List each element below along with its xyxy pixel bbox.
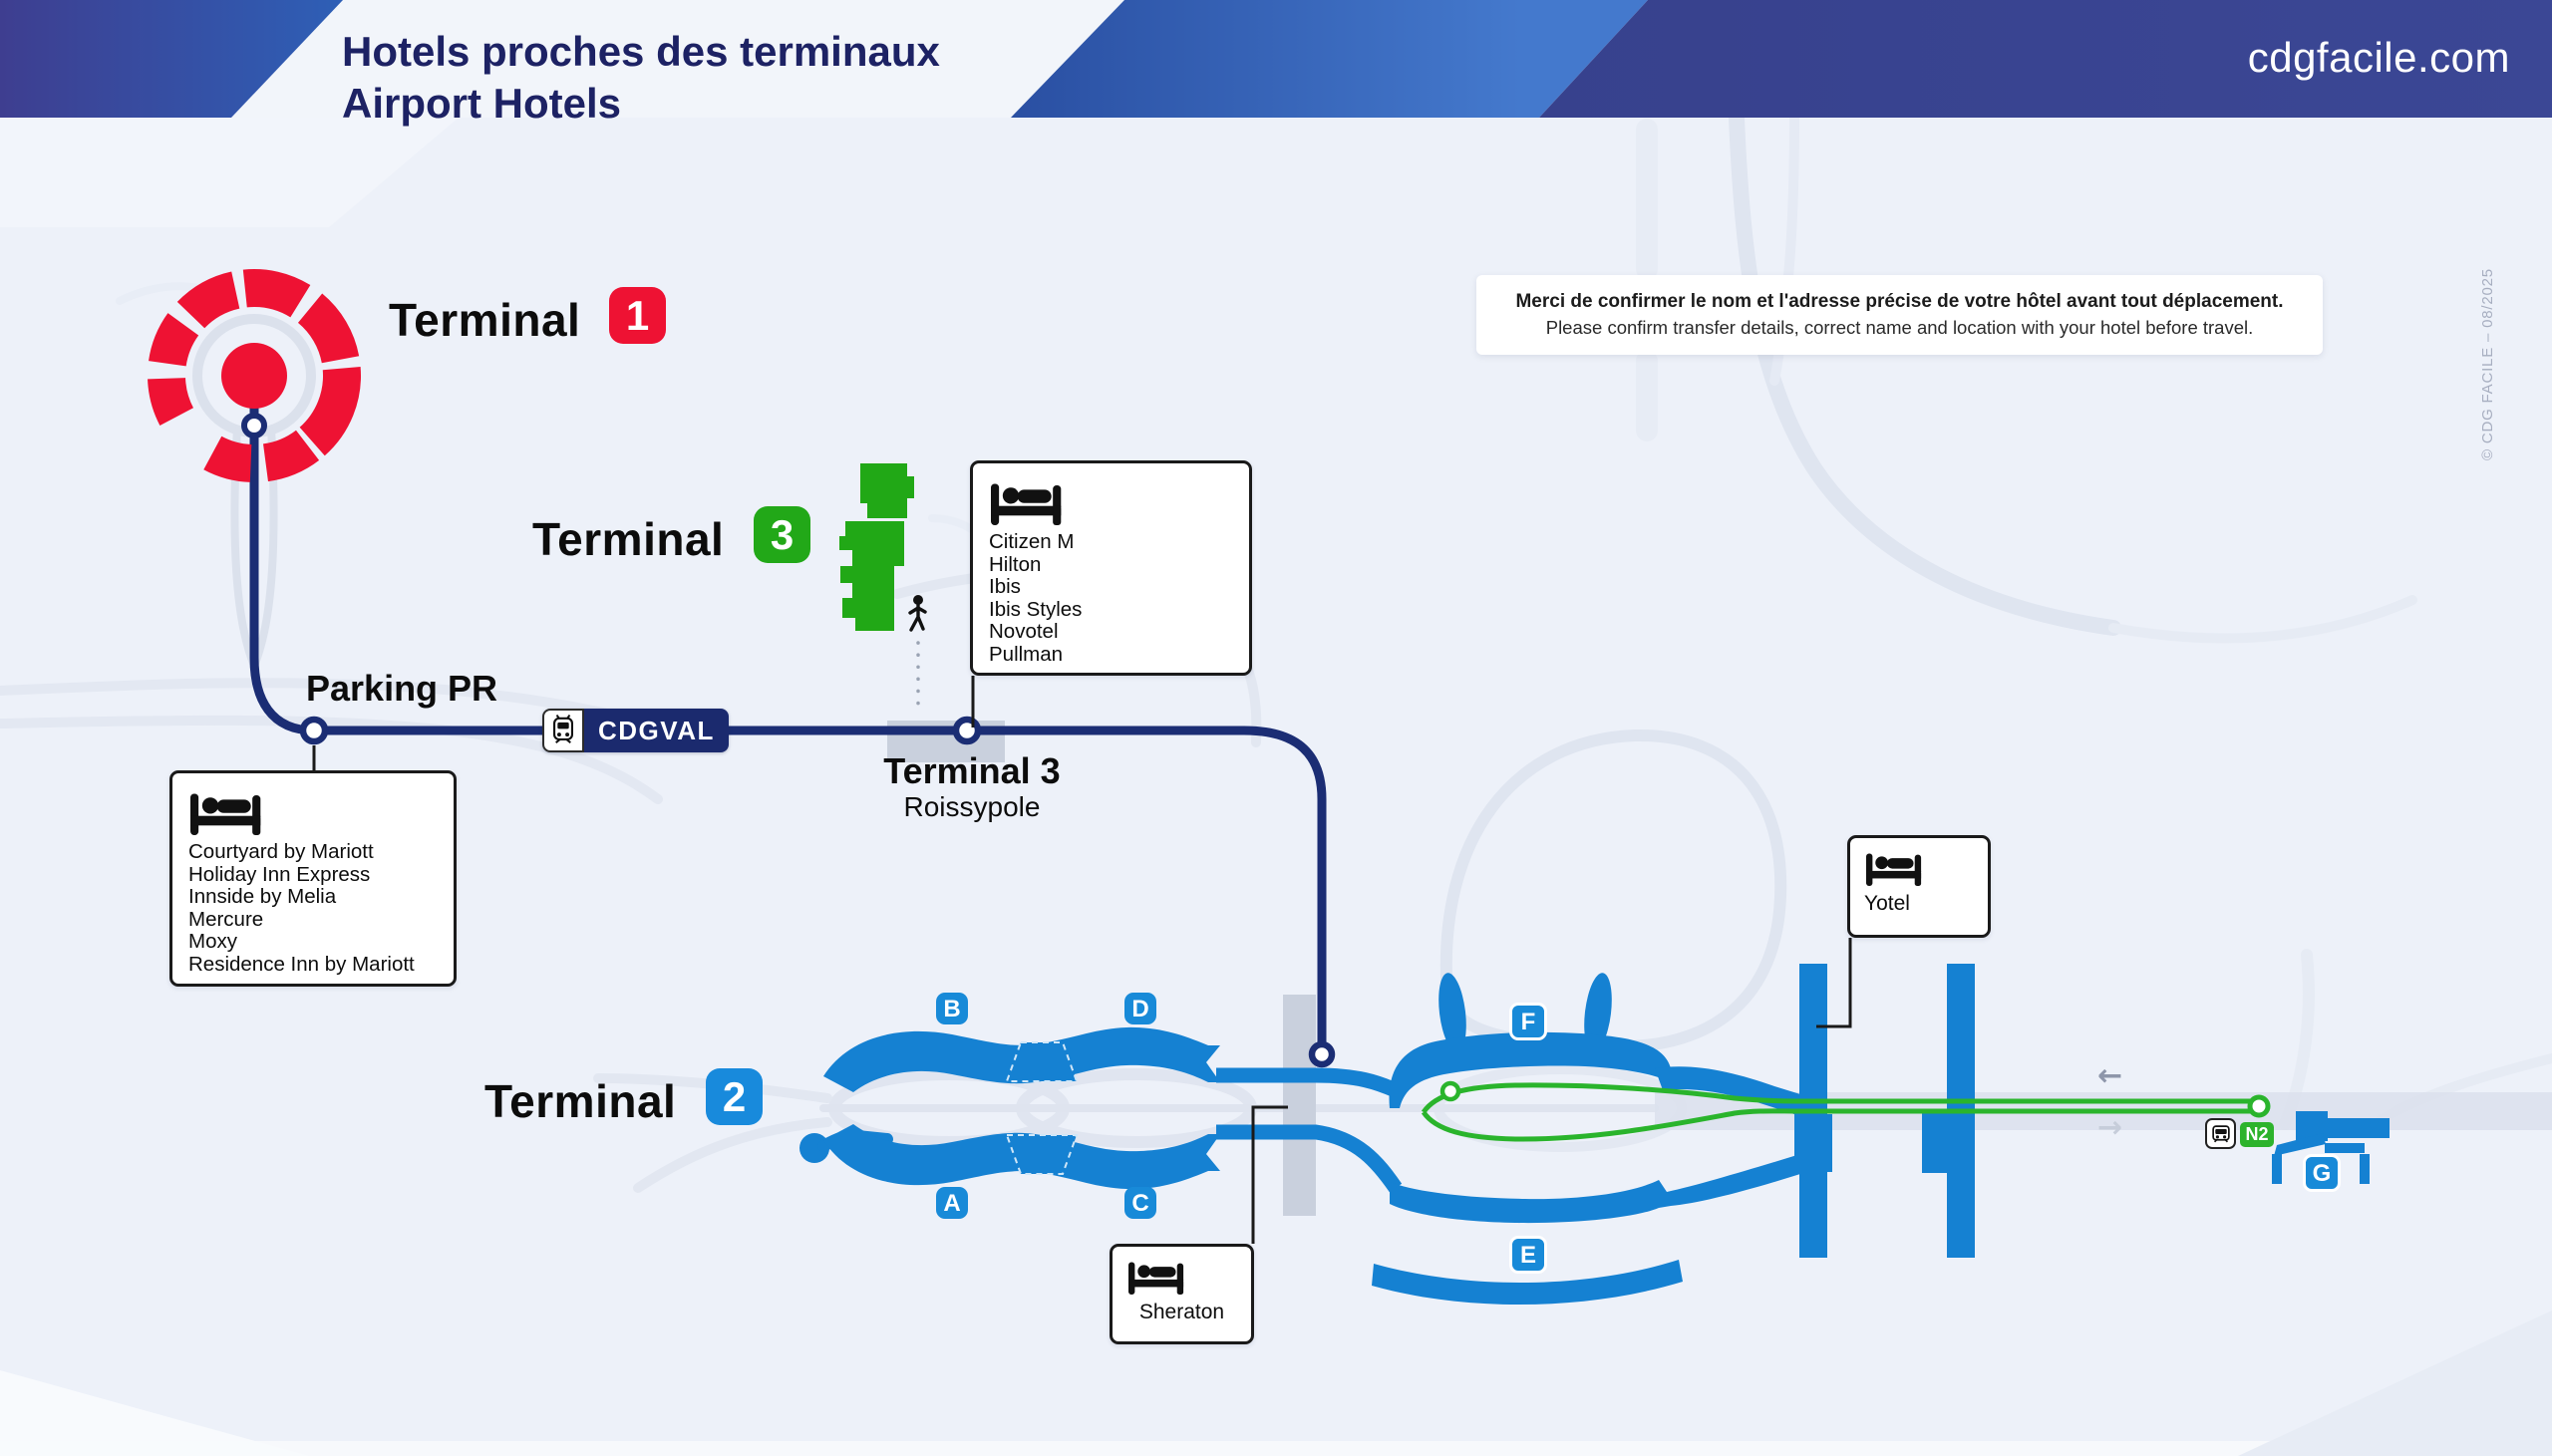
page-title-fr: Hotels proches des terminaux — [342, 28, 940, 75]
hotel-box-connectors — [312, 676, 1852, 1244]
hotel-box-parking-pr: Courtyard by Mariott Holiday Inn Express… — [169, 770, 457, 987]
roissypole-station-name: Roissypole — [903, 791, 1041, 822]
gate-badge-b: B — [936, 993, 968, 1024]
terminal2-station-node — [1308, 1040, 1336, 1068]
parking-pr-station-node — [299, 716, 329, 745]
terminal1-badge: 1 — [609, 287, 666, 344]
hotel-name: Hilton — [989, 552, 1042, 576]
gate-badge-f: F — [1509, 1003, 1547, 1040]
bed-icon — [1128, 1262, 1184, 1295]
hotel-name: Innside by Melia — [188, 885, 337, 908]
notice-text-en: Please confirm transfer details, correct… — [1545, 317, 2254, 338]
gate-badge-c: C — [1124, 1187, 1156, 1219]
terminal3-label: Terminal — [532, 513, 725, 565]
bus-icon — [2205, 1118, 2236, 1149]
hotel-box-sheraton: Sheraton — [1110, 1244, 1254, 1344]
cdgval-line — [241, 407, 1336, 1068]
bed-icon — [1866, 853, 1922, 886]
terminal3-station-name: Terminal 3 — [883, 750, 1061, 791]
hotel-name: Novotel — [989, 620, 1059, 643]
page-title-en: Airport Hotels — [342, 80, 622, 127]
hotel-name: Ibis Styles — [989, 597, 1083, 621]
walking-person-icon — [908, 595, 927, 632]
terminal3-roissypole-label: Terminal 3 Roissypole — [842, 751, 1102, 823]
terminal1-building — [148, 269, 361, 483]
gate-badge-e: E — [1509, 1236, 1547, 1274]
cdgval-badge: CDGVAL — [542, 709, 729, 752]
terminal2-buildings — [799, 964, 2390, 1306]
parking-pr-label: Parking PR — [306, 668, 498, 709]
website-link[interactable]: cdgfacile.com — [2247, 34, 2510, 81]
direction-arrow-right: → — [2097, 1110, 2123, 1145]
terminal1-label: Terminal — [389, 294, 581, 346]
hotel-list-terminal3: Citizen M Hilton Ibis Ibis Styles Novote… — [989, 530, 1233, 666]
hotel-name: Mercure — [188, 907, 264, 931]
gate-badge-g: G — [2303, 1154, 2341, 1192]
terminal3-badge: 3 — [754, 506, 810, 563]
background-roads — [0, 110, 2552, 1193]
terminal2-badge: 2 — [706, 1068, 763, 1125]
n2-bus-line — [1421, 1080, 2271, 1142]
background-accents — [0, 118, 2552, 1456]
hotel-name: Pullman — [989, 642, 1064, 666]
gate-badge-d: D — [1124, 993, 1156, 1024]
bus-stop-node — [1439, 1080, 1461, 1102]
confirmation-notice: Merci de confirmer le nom et l'adresse p… — [1476, 275, 2323, 355]
terminal3-station-node — [952, 716, 982, 745]
hotel-name: Ibis — [989, 575, 1021, 598]
terminal1-station-node — [241, 413, 267, 438]
hotel-name: Courtyard by Mariott — [188, 840, 374, 863]
hotel-box-yotel: Yotel — [1847, 835, 1991, 938]
notice-text-fr: Merci de confirmer le nom et l'adresse p… — [1515, 291, 2284, 312]
hotel-box-terminal3: Citizen M Hilton Ibis Ibis Styles Novote… — [970, 460, 1252, 676]
gate-badge-a: A — [936, 1187, 968, 1219]
hotel-list-parking-pr: Courtyard by Mariott Holiday Inn Express… — [188, 840, 438, 976]
hotel-name: Holiday Inn Express — [188, 862, 371, 886]
bed-icon — [991, 483, 1062, 525]
hotel-name: Yotel — [1864, 892, 1910, 915]
terminal3-buildings — [839, 463, 914, 631]
direction-arrow-left: ← — [2097, 1058, 2123, 1093]
hotel-name: Sheraton — [1138, 1301, 1225, 1323]
n2-line-badge: N2 — [2240, 1122, 2274, 1147]
copyright-note: © CDG FACILE – 08/2025 — [2479, 268, 2496, 460]
bus-line-end-node — [2247, 1094, 2271, 1118]
header-band — [0, 0, 2552, 118]
page-title: Hotels proches des terminaux Airport Hot… — [342, 26, 940, 130]
terminal2-train-station-building — [1283, 995, 1316, 1216]
cdgval-label: CDGVAL — [584, 709, 729, 752]
terminal2-label: Terminal — [484, 1075, 677, 1127]
terminal2g-buildings — [2272, 1111, 2390, 1184]
hotel-name: Moxy — [188, 930, 237, 953]
hotel-name: Citizen M — [989, 530, 1075, 553]
hotel-name: Residence Inn by Mariott — [188, 952, 415, 976]
bed-icon — [190, 793, 261, 835]
train-icon — [542, 709, 584, 752]
